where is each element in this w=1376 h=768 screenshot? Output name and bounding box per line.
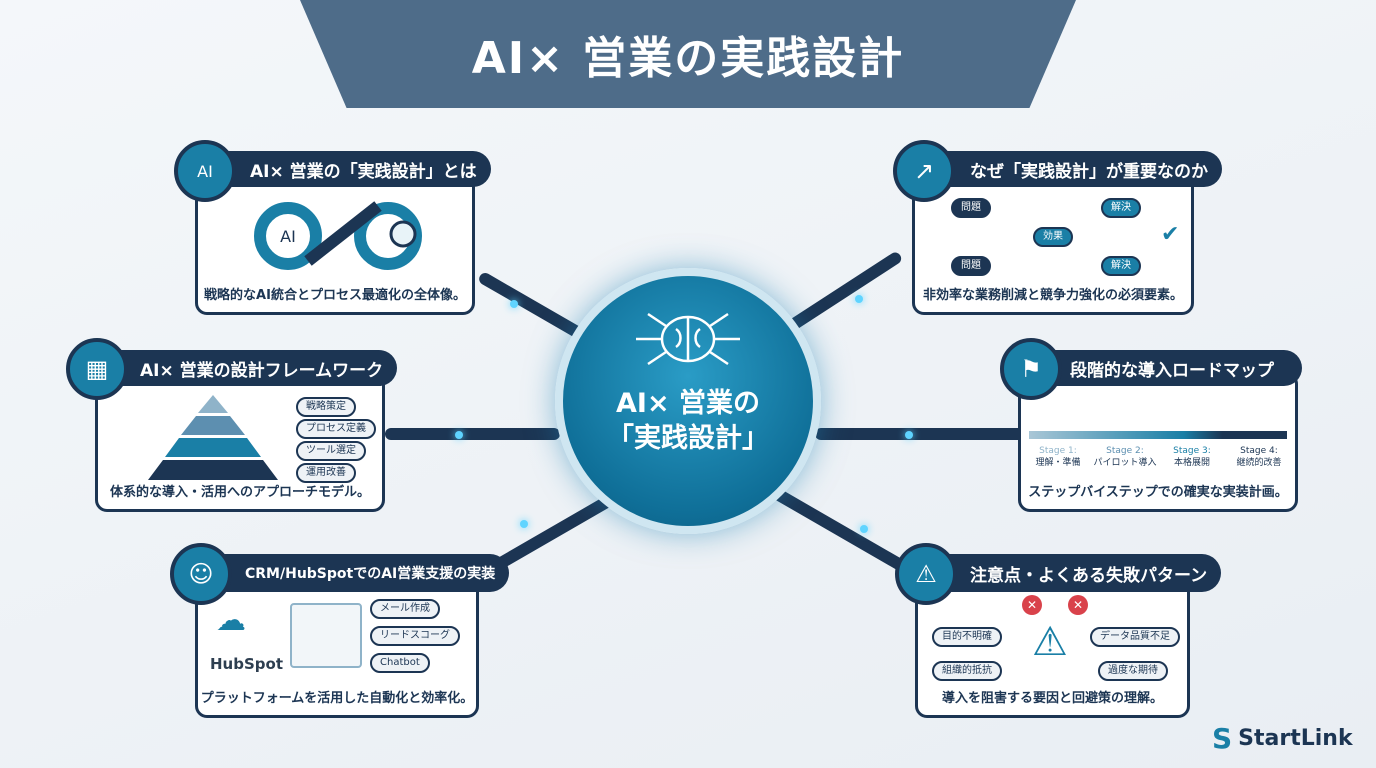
panel-header: 段階的な導入ロードマップ <box>1020 350 1302 386</box>
ai-gear-icon: AI <box>174 140 236 202</box>
pyramid-diagram <box>148 395 278 480</box>
panel-header: 注意点・よくある失敗パターン <box>920 554 1222 592</box>
layer-label: 戦略策定 <box>296 397 356 417</box>
glow-dot <box>510 300 518 308</box>
issue-pill: 過度な期待 <box>1098 661 1168 681</box>
panel-caption: 導入を阻害する要因と回避策の理解。 <box>941 691 1163 706</box>
hub-line1: AI× 営業の <box>616 387 760 419</box>
layer-label: プロセス定義 <box>296 419 376 439</box>
panel-pitfalls: 目的不明確 データ品質不足 組織的抵抗 過度な期待 ⚠ ✕ ✕ 導入を阻害する要… <box>915 578 1190 718</box>
panel-caption: 戦略的なAI統合とプロセス最適化の全体像。 <box>204 288 466 303</box>
flow-node: 効果 <box>1033 227 1073 247</box>
error-x-icon: ✕ <box>1022 595 1042 615</box>
panel-caption: プラットフォームを活用した自動化と効率化。 <box>200 691 474 706</box>
flow-node: 解決 <box>1101 256 1141 276</box>
feature-pill: Chatbot <box>370 653 430 673</box>
warning-icon: ⚠ <box>895 543 957 605</box>
feature-pill: メール作成 <box>370 599 440 619</box>
robot-icon: ☺ <box>170 543 232 605</box>
growth-shield-icon: ↗ <box>893 140 955 202</box>
flow-node: 解決 <box>1101 198 1141 218</box>
shield-check-icon: ✔ <box>1161 222 1180 247</box>
panel-header: なぜ「実践設計」が重要なのか <box>920 151 1222 187</box>
hubspot-logo: HubSpot <box>210 655 283 673</box>
stage-4: Stage 4:継続的改善 <box>1236 446 1282 468</box>
panel-header: CRM/HubSpotでのAI営業支援の実装 <box>195 554 510 592</box>
stage-3: Stage 3:本格展開 <box>1173 446 1211 468</box>
glow-dot <box>855 295 863 303</box>
feature-pill: リードスコーグ <box>370 626 460 646</box>
glow-dot <box>455 431 463 439</box>
glow-dot <box>520 520 528 528</box>
issue-pill: データ品質不足 <box>1090 627 1180 647</box>
glow-dot <box>860 525 868 533</box>
svg-text:AI: AI <box>280 227 296 246</box>
s-mark-icon: S <box>1212 722 1233 755</box>
flow-node: 問題 <box>951 256 991 276</box>
roadmap-icon: ⚑ <box>1000 338 1062 400</box>
cloud-database-icon: ☁ <box>216 603 246 638</box>
panel-importance: 問題 問題 効果 解決 解決 ✔ 非効率な業務削減と競争力強化の必須要素。 <box>912 175 1194 315</box>
layer-label: 運用改善 <box>296 463 356 483</box>
central-hub: AI× 営業の 「実践設計」 <box>555 268 821 534</box>
panel-crm: ☁ HubSpot メール作成 リードスコーグ Chatbot プラットフォーム… <box>195 578 479 718</box>
connector <box>385 428 560 440</box>
brain-circuit-icon <box>636 312 740 366</box>
flow-node: 問題 <box>951 198 991 218</box>
stage-2: Stage 2:パイロット導入 <box>1093 446 1157 468</box>
stage-1: Stage 1:理解・準備 <box>1035 446 1081 468</box>
blueprint-icon: ▦ <box>66 338 128 400</box>
issue-pill: 組織的抵抗 <box>932 661 1002 681</box>
page-title: AI× 営業の実践設計 <box>471 33 905 84</box>
roadmap-bar <box>1029 431 1287 439</box>
crm-window <box>290 603 362 668</box>
warning-triangle-icon: ⚠ <box>1032 619 1068 665</box>
issue-pill: 目的不明確 <box>932 627 1002 647</box>
layer-label: ツール選定 <box>296 441 366 461</box>
panel-header: AI× 営業の「実践設計」とは <box>200 151 491 187</box>
panel-roadmap: Stage 1:理解・準備 Stage 2:パイロット導入 Stage 3:本格… <box>1018 372 1298 512</box>
panel-overview: AI 戦略的なAI統合とプロセス最適化の全体像。 <box>195 175 475 315</box>
panel-framework: 戦略策定 プロセス定義 ツール選定 運用改善 体系的な導入・活用へのアプローチモ… <box>95 372 385 512</box>
panel-caption: 体系的な導入・活用へのアプローチモデル。 <box>109 485 370 500</box>
glow-dot <box>905 431 913 439</box>
connector <box>815 428 1025 440</box>
title-banner: AI× 営業の実践設計 <box>300 0 1076 108</box>
panel-caption: 非効率な業務削減と競争力強化の必須要素。 <box>922 288 1183 303</box>
panel-header: AI× 営業の設計フレームワーク <box>90 350 398 386</box>
panel-caption: ステップバイステップでの確実な実装計画。 <box>1028 485 1288 500</box>
hub-line2: 「実践設計」 <box>607 422 769 454</box>
error-x-icon: ✕ <box>1068 595 1088 615</box>
infinity-cycle-icon: AI <box>254 201 422 270</box>
